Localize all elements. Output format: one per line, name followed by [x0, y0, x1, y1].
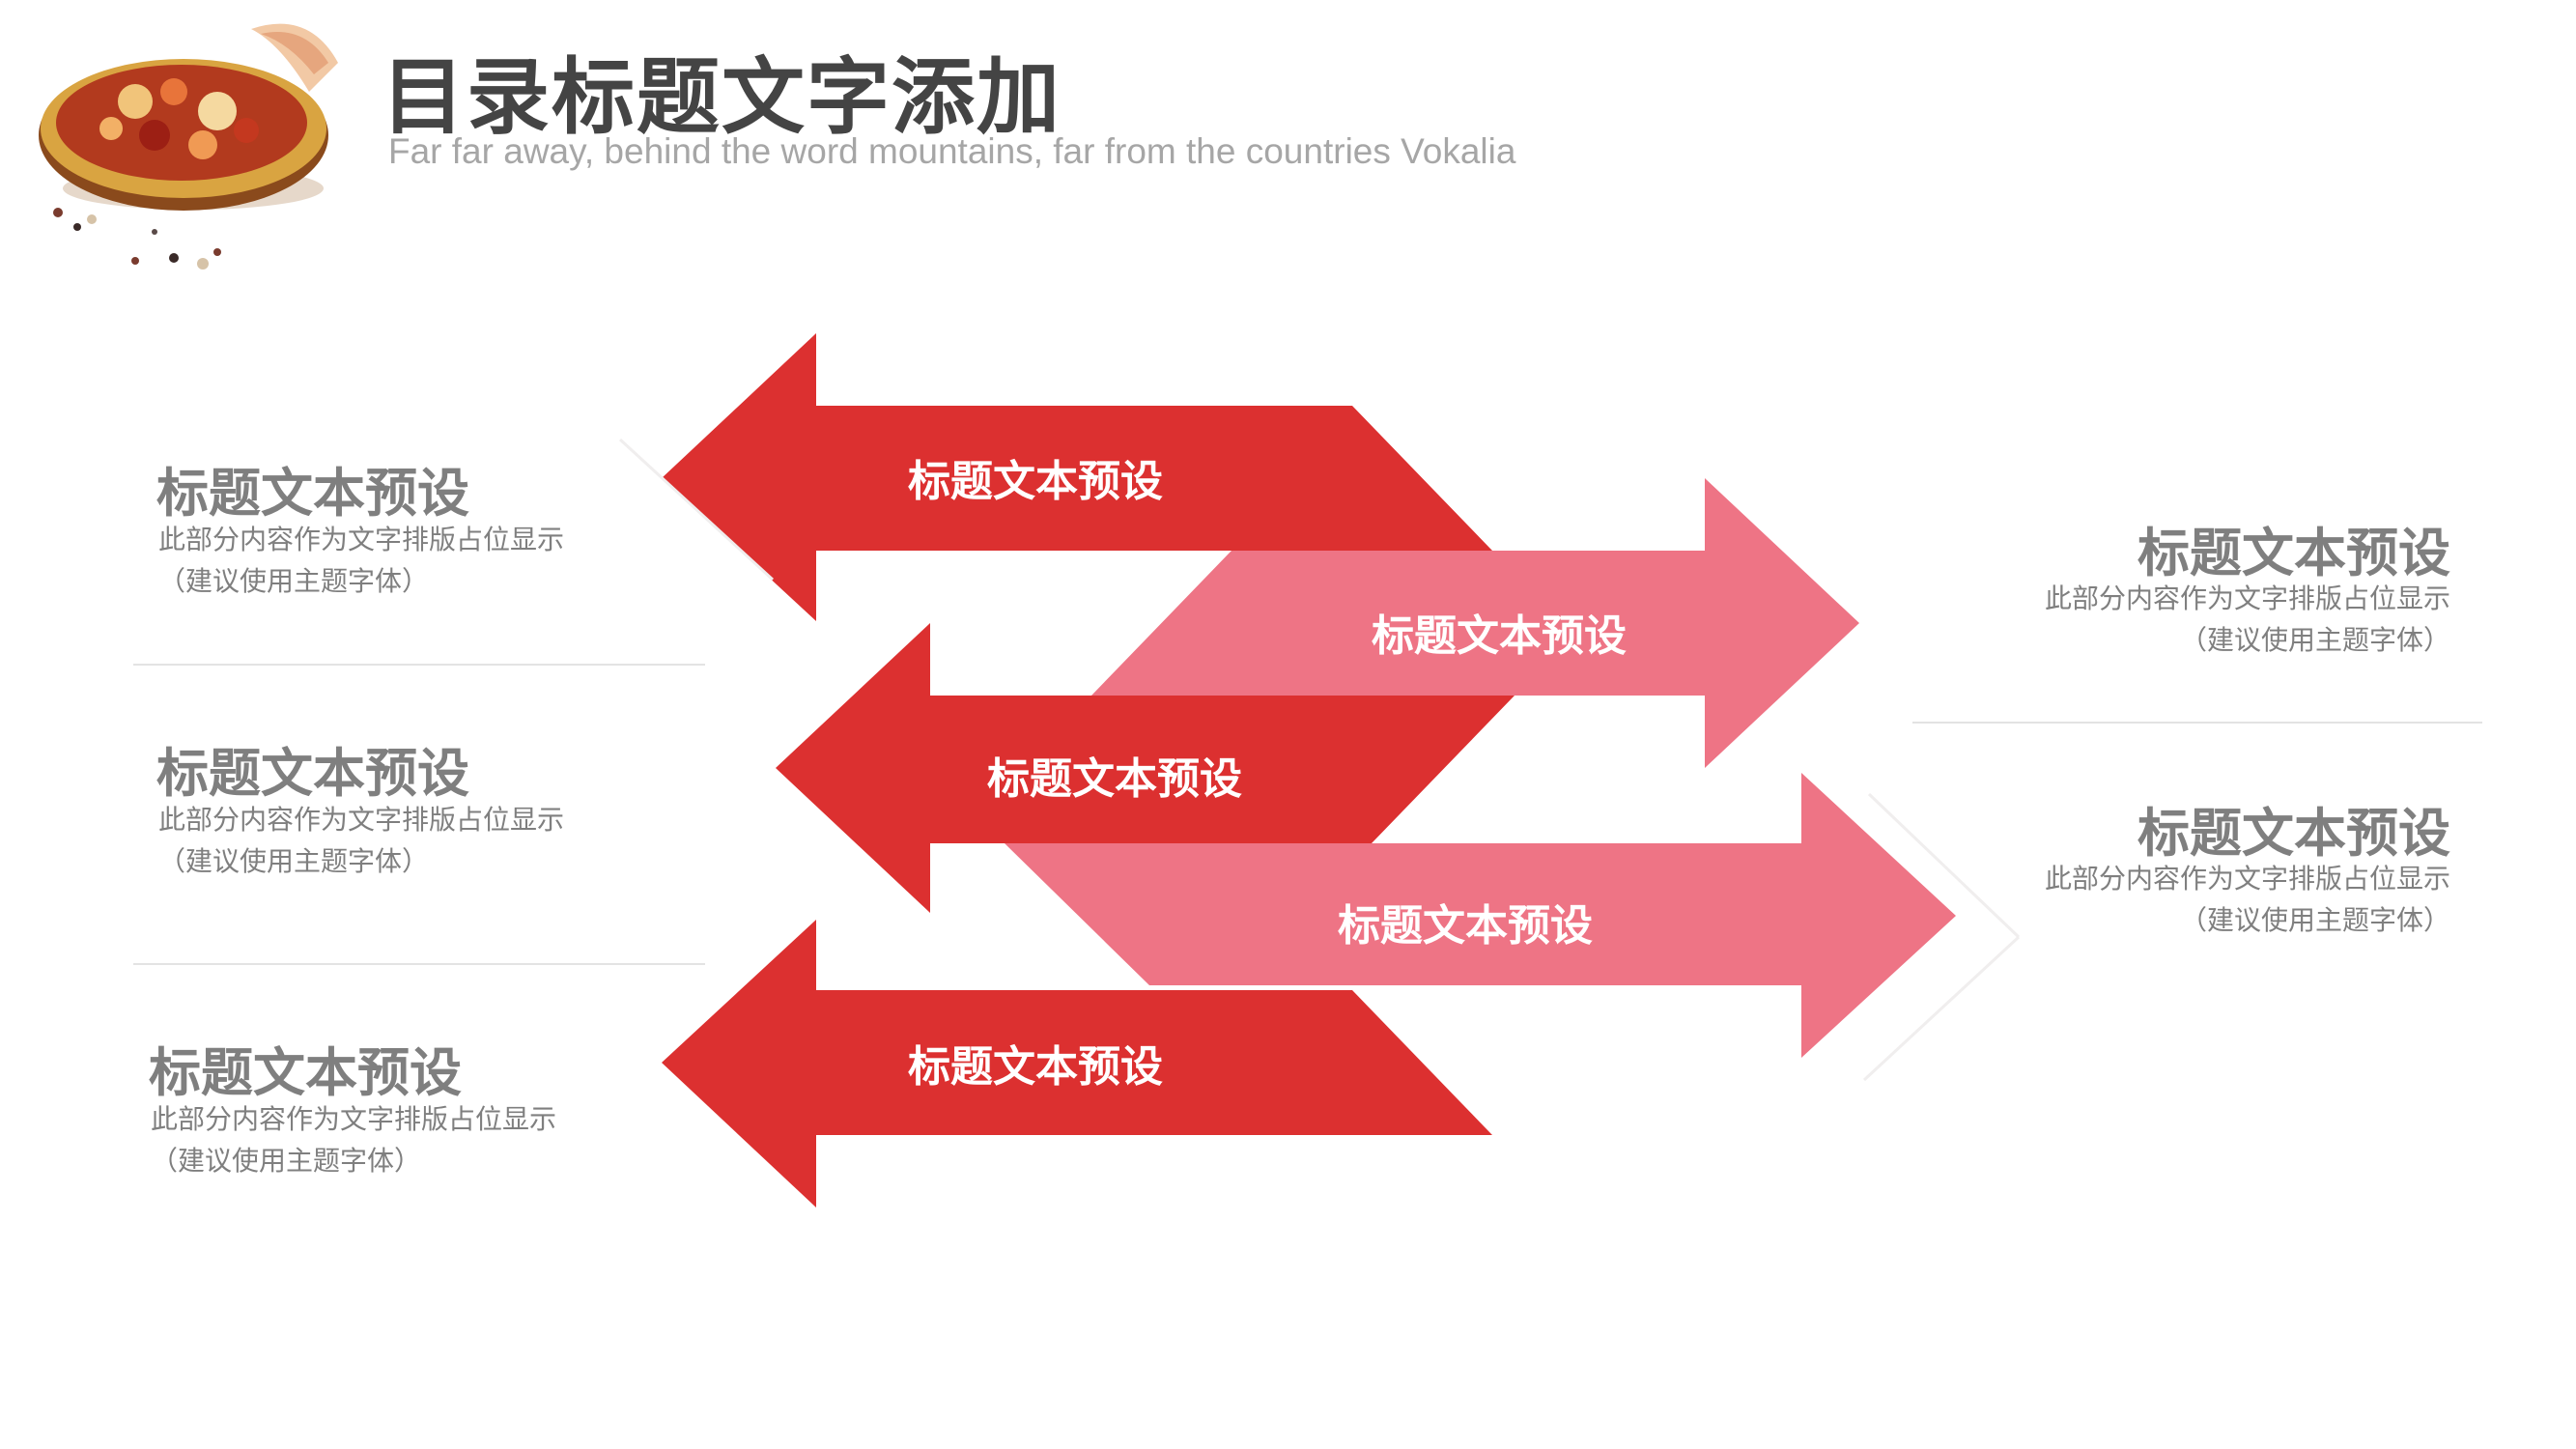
- left-item-desc-line1-3: 此部分内容作为文字排版占位显示: [151, 1103, 557, 1135]
- right-item-title-1: 标题文本预设: [2137, 523, 2450, 583]
- left-item-title-3: 标题文本预设: [149, 1042, 462, 1103]
- arrow-label-2: 标题文本预设: [1372, 611, 1627, 661]
- right-item-desc-line2-2: （建议使用主题字体）: [2179, 904, 2450, 936]
- arrow-label-3: 标题文本预设: [987, 754, 1242, 804]
- arrow-label-5: 标题文本预设: [908, 1042, 1163, 1092]
- right-item-title-2: 标题文本预设: [2137, 803, 2450, 864]
- page-title: 目录标题文字添加: [382, 49, 1062, 146]
- left-item-title-1: 标题文本预设: [156, 463, 469, 524]
- left-item-desc-line2-1: （建议使用主题字体）: [158, 565, 430, 597]
- right-item-desc-line2-1: （建议使用主题字体）: [2179, 624, 2450, 656]
- left-divider-1: [133, 664, 705, 666]
- arrow-shape-3: [776, 623, 1514, 913]
- right-item-desc-line1-1: 此部分内容作为文字排版占位显示: [2044, 582, 2450, 614]
- left-divider-2: [133, 963, 705, 965]
- right-divider-1: [1912, 722, 2482, 724]
- left-item-title-2: 标题文本预设: [156, 743, 469, 804]
- left-item-desc-line2-3: （建议使用主题字体）: [151, 1145, 422, 1177]
- arrow-shape-4: [1005, 773, 1956, 1058]
- arrow-shape-1: [662, 333, 1492, 621]
- left-item-desc-line2-2: （建议使用主题字体）: [158, 845, 430, 877]
- left-item-desc-line1-2: 此部分内容作为文字排版占位显示: [158, 804, 565, 836]
- arrow-shape-5: [662, 920, 1492, 1208]
- left-item-desc-line1-1: 此部分内容作为文字排版占位显示: [158, 524, 565, 555]
- page-subtitle: Far far away, behind the word mountains,…: [388, 131, 1516, 171]
- arrow-label-4: 标题文本预设: [1338, 901, 1593, 951]
- right-item-desc-line1-2: 此部分内容作为文字排版占位显示: [2044, 863, 2450, 895]
- arrow-label-1: 标题文本预设: [908, 457, 1163, 506]
- food-bowl-illustration-icon: [39, 23, 338, 270]
